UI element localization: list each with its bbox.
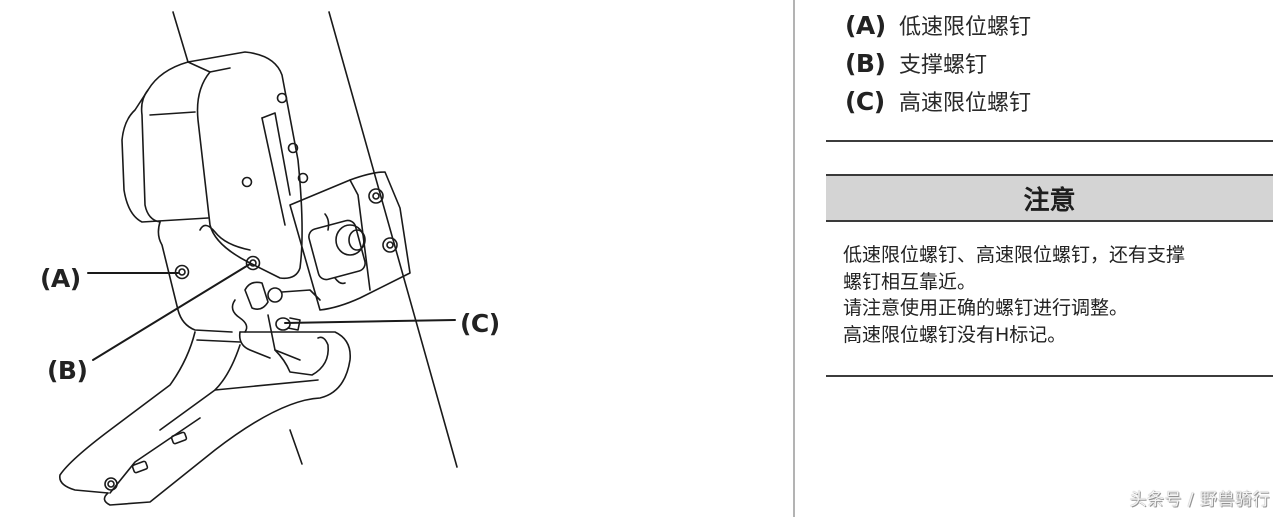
section-rule-bottom bbox=[826, 375, 1273, 377]
derailleur-line-drawing bbox=[58, 11, 458, 506]
legend-key: (C) bbox=[845, 86, 885, 116]
legend-item-c: (C) 高速限位螺钉 bbox=[845, 82, 1031, 120]
caution-header: 注意 bbox=[826, 174, 1273, 222]
legend-key: (B) bbox=[845, 48, 886, 78]
front-derailleur-illustration: (A) (B) (C) bbox=[0, 0, 520, 517]
caution-title: 注意 bbox=[1023, 185, 1076, 216]
caution-line: 高速限位螺钉没有H标记。 bbox=[843, 323, 1067, 346]
legend-item-a: (A) 低速限位螺钉 bbox=[845, 6, 1031, 44]
screw-legend: (A) 低速限位螺钉 (B) 支撑螺钉 (C) 高速限位螺钉 bbox=[845, 6, 1031, 120]
caution-line: 低速限位螺钉、高速限位螺钉，还有支撑 bbox=[843, 244, 1186, 266]
callout-label-b: (B) bbox=[47, 356, 88, 385]
caution-line: 螺钉相互靠近。 bbox=[843, 270, 977, 293]
watermark: 头条号 / 野兽骑行 bbox=[1129, 490, 1270, 510]
callout-label-c: (C) bbox=[460, 309, 500, 338]
page-divider bbox=[793, 0, 795, 517]
legend-text: 高速限位螺钉 bbox=[899, 91, 1032, 116]
legend-text: 支撑螺钉 bbox=[899, 53, 988, 78]
section-rule-top bbox=[826, 140, 1273, 142]
legend-item-b: (B) 支撑螺钉 bbox=[845, 44, 1031, 82]
caution-body: 低速限位螺钉、高速限位螺钉，还有支撑 螺钉相互靠近。 请注意使用正确的螺钉进行调… bbox=[843, 242, 1263, 348]
caution-line: 请注意使用正确的螺钉进行调整。 bbox=[843, 297, 1129, 319]
legend-text: 低速限位螺钉 bbox=[899, 15, 1032, 40]
legend-key: (A) bbox=[845, 10, 886, 40]
callout-label-a: (A) bbox=[40, 264, 81, 293]
